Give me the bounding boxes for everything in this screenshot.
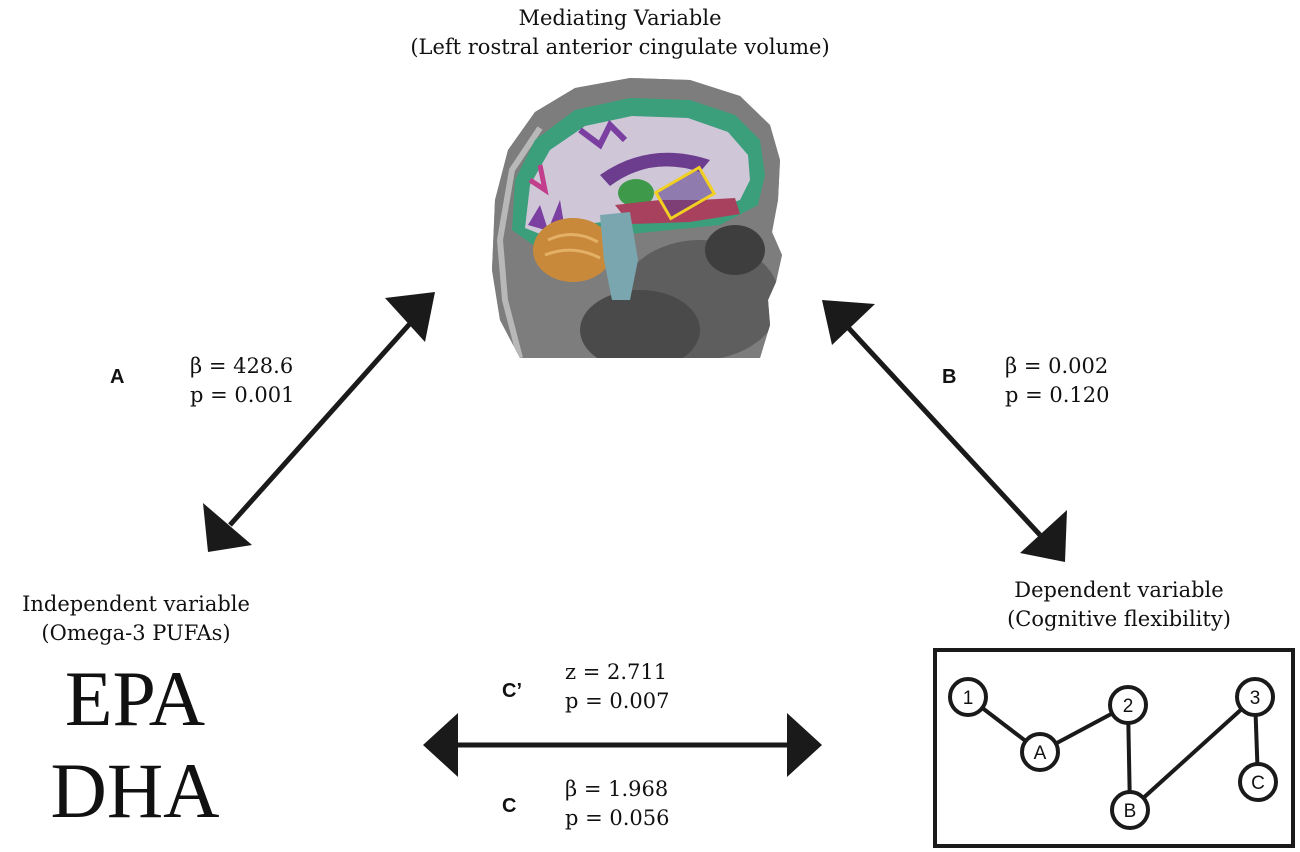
path-c-label: C — [502, 795, 517, 817]
independent-item-epa: EPA — [64, 655, 206, 742]
path-a-p: p = 0.001 — [190, 383, 295, 407]
path-c-prime-stats: z = 2.711 p = 0.007 — [565, 658, 670, 716]
trail-making-figure: 1 A 2 B 3 C — [933, 648, 1295, 848]
trail-node-label: 1 — [963, 688, 974, 709]
dependent-title: Dependent variable — [1014, 578, 1224, 602]
trail-node-label: A — [1034, 743, 1047, 764]
trail-node-label: 2 — [1123, 696, 1134, 717]
path-b-beta: β = 0.002 — [1005, 354, 1109, 378]
path-c-p: p = 0.056 — [565, 806, 670, 830]
brainstem — [600, 212, 638, 300]
mediator-title-block: Mediating Variable (Left rostral anterio… — [380, 4, 860, 62]
arrow-path-c — [423, 713, 822, 777]
trail-node — [1235, 677, 1275, 717]
trail-node — [1238, 762, 1278, 802]
dependent-subtitle: (Cognitive flexibility) — [1007, 607, 1231, 631]
path-c-beta: β = 1.968 — [565, 777, 669, 801]
path-c-prime-p: p = 0.007 — [565, 689, 670, 713]
mediator-title: Mediating Variable — [518, 6, 722, 30]
path-c-prime-z: z = 2.711 — [565, 660, 668, 684]
path-b-p: p = 0.120 — [1005, 383, 1110, 407]
independent-title: Independent variable — [22, 592, 250, 616]
trail-node — [1110, 790, 1150, 830]
dependent-title-block: Dependent variable (Cognitive flexibilit… — [985, 576, 1253, 634]
path-b-label: B — [942, 366, 957, 388]
arrow-path-a — [203, 292, 435, 552]
independent-item-dha: DHA — [50, 747, 220, 834]
trail-node — [1020, 732, 1060, 772]
trail-node — [1108, 685, 1148, 725]
trail-node-label: 3 — [1250, 688, 1261, 709]
path-a-label: A — [110, 366, 125, 388]
path-c-prime-label: C’ — [502, 680, 522, 702]
trail-node-label: C — [1251, 773, 1265, 794]
path-a-beta: β = 428.6 — [190, 354, 294, 378]
independent-title-block: Independent variable (Omega-3 PUFAs) — [0, 590, 272, 648]
arrow-path-b — [822, 300, 1067, 562]
mediator-subtitle: (Left rostral anterior cingulate volume) — [410, 35, 830, 59]
path-c-stats: β = 1.968 p = 0.056 — [565, 775, 670, 833]
rostral-anterior-cingulate-highlight — [653, 165, 717, 221]
independent-subtitle: (Omega-3 PUFAs) — [41, 621, 231, 645]
path-b-stats: β = 0.002 p = 0.120 — [1005, 352, 1110, 410]
path-a-stats: β = 428.6 p = 0.001 — [190, 352, 295, 410]
trail-node — [948, 677, 988, 717]
trail-node-label: B — [1124, 801, 1137, 822]
